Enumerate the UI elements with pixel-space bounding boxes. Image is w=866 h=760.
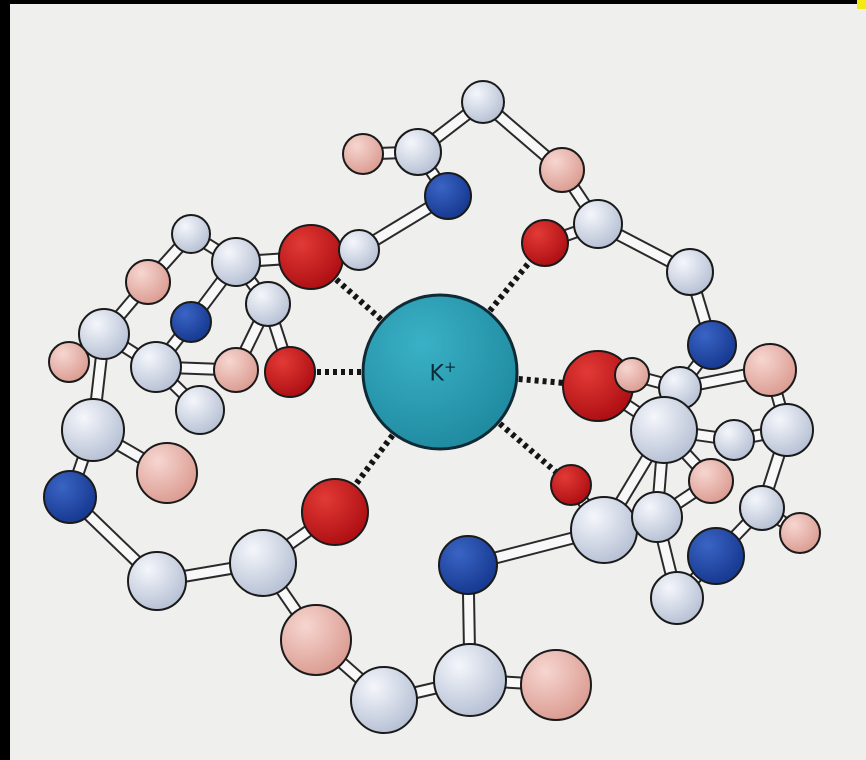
carbon-atom <box>175 385 225 435</box>
carbon-atom <box>78 308 130 360</box>
carbon_alt-atom <box>743 343 797 397</box>
carbon-atom <box>350 666 418 734</box>
ion-label: K+ <box>408 358 478 388</box>
carbon-atom <box>61 398 125 462</box>
nitrogen-atom <box>170 301 212 343</box>
oxygen-atom <box>264 346 316 398</box>
potassium-ion <box>361 293 519 451</box>
carbon-atom <box>666 248 714 296</box>
carbon-atom <box>631 491 683 543</box>
coordination-bond <box>351 426 400 490</box>
carbon-atom <box>171 214 211 254</box>
carbon_alt-atom <box>136 442 198 504</box>
carbon-atom <box>245 281 291 327</box>
oxygen-atom <box>278 224 344 290</box>
carbon_alt-atom <box>779 512 821 554</box>
carbon-atom <box>127 551 187 611</box>
nitrogen-atom <box>43 470 97 524</box>
carbon_alt-atom <box>342 133 384 175</box>
atoms <box>43 80 821 734</box>
carbon-atom <box>570 496 638 564</box>
carbon-atom <box>630 396 698 464</box>
carbon-atom <box>461 80 505 124</box>
carbon_alt-atom <box>125 259 171 305</box>
carbon-atom <box>130 341 182 393</box>
carbon_alt-atom <box>688 458 734 504</box>
oxygen-atom <box>550 464 592 506</box>
carbon-atom <box>713 419 755 461</box>
carbon_alt-atom <box>539 147 585 193</box>
carbon-atom <box>739 485 785 531</box>
nitrogen-atom <box>424 172 472 220</box>
ion-symbol: K <box>429 361 444 387</box>
carbon-atom <box>211 237 261 287</box>
carbon-atom <box>573 199 623 249</box>
carbon_alt-atom <box>520 649 592 721</box>
carbon-atom <box>760 403 814 457</box>
coordination-bond <box>510 375 566 387</box>
nitrogen-atom <box>687 320 737 370</box>
carbon-atom <box>650 571 704 625</box>
carbon_alt-atom <box>614 357 650 393</box>
coordination-bond <box>491 416 560 476</box>
nitrogen-atom <box>687 527 745 585</box>
oxygen-atom <box>301 478 369 546</box>
carbon_alt-atom <box>48 341 90 383</box>
coordination-bond <box>482 257 535 319</box>
carbon-atom <box>338 229 380 271</box>
carbon_alt-atom <box>213 347 259 393</box>
coordination-bond <box>331 274 389 327</box>
nitrogen-atom <box>438 535 498 595</box>
corner-mark <box>857 0 866 9</box>
carbon-atom <box>394 128 442 176</box>
oxygen-atom <box>521 219 569 267</box>
carbon-atom <box>229 529 297 597</box>
carbon_alt-atom <box>280 604 352 676</box>
carbon-atom <box>433 643 507 717</box>
ion-charge: + <box>443 358 457 376</box>
coordination-bonds <box>313 257 566 490</box>
